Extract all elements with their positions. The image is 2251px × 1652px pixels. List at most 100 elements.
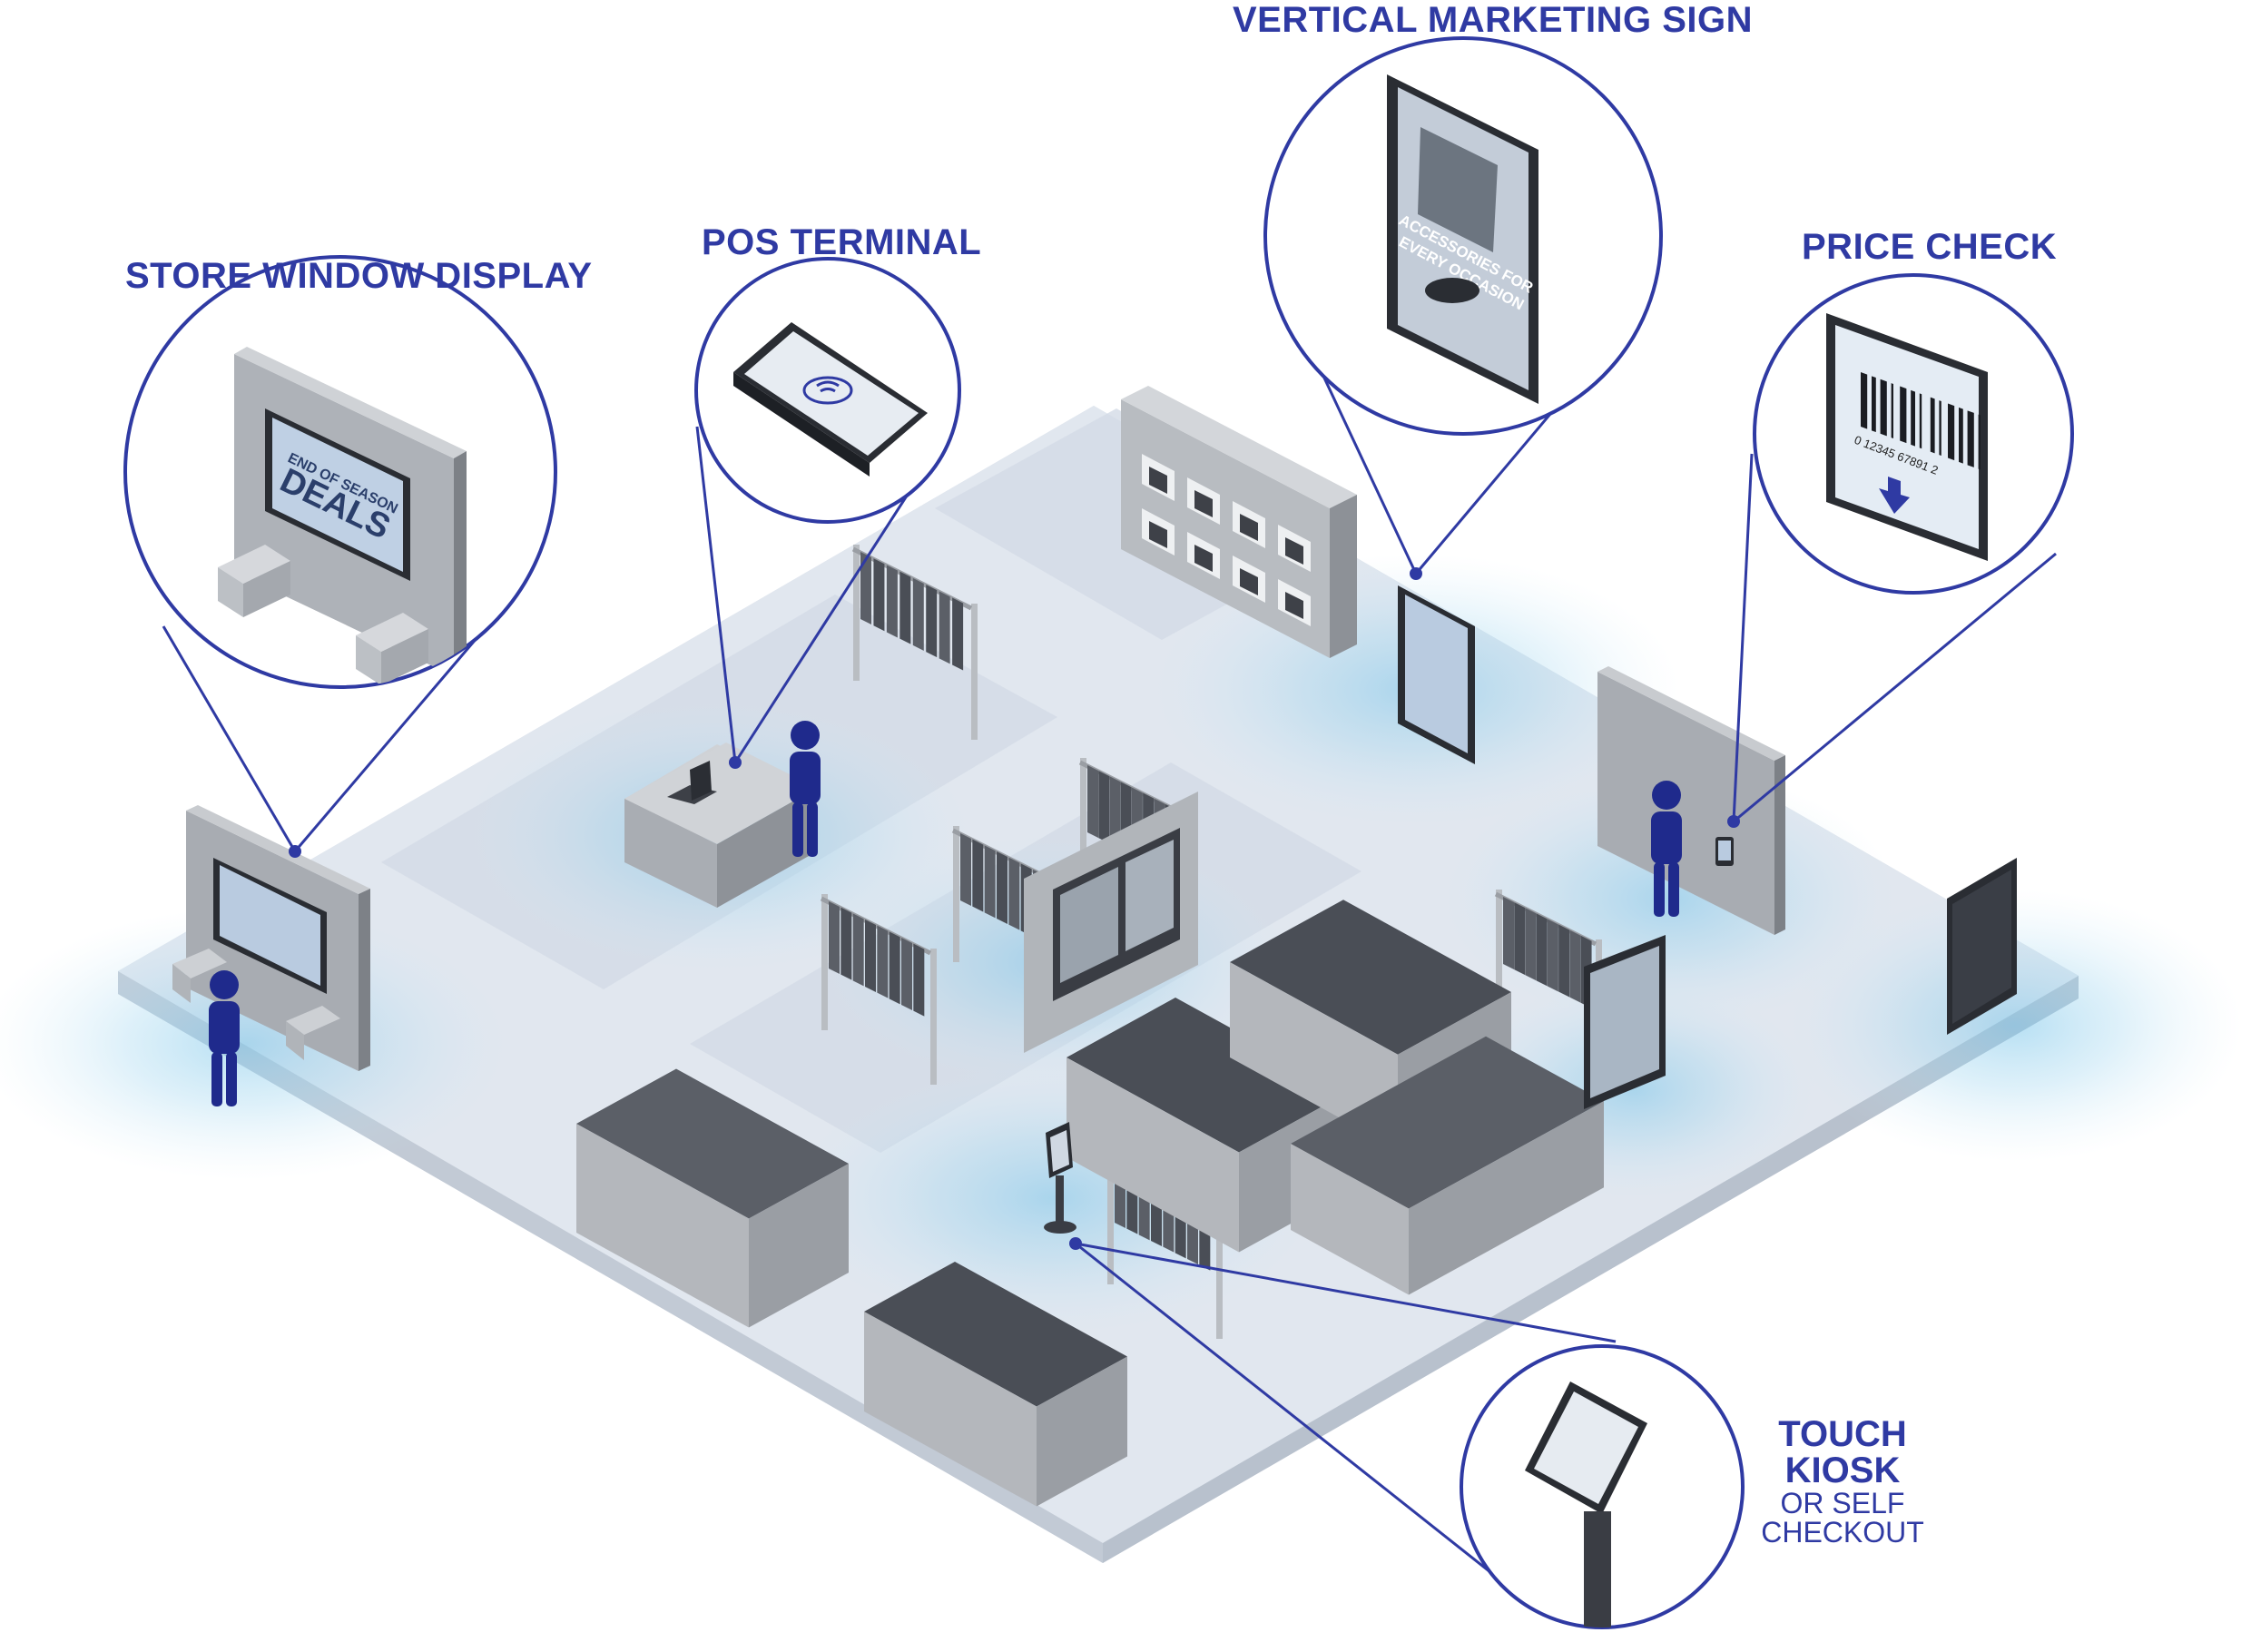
rack-post [953, 826, 959, 962]
basics-poster [1584, 935, 1666, 1109]
table-top [1291, 1036, 1604, 1209]
rack-garment [901, 938, 912, 1010]
shelf-bag [1149, 521, 1167, 548]
vertical-anchor-dot [1410, 567, 1422, 580]
rack-garment [886, 565, 898, 638]
person-leg [226, 1052, 237, 1106]
rack-garment [972, 839, 984, 912]
rack-garment [1109, 776, 1121, 850]
rack-garment [1525, 908, 1537, 981]
callout-price-check: 0 12345 67891 2 [1753, 273, 2074, 595]
rack-garment [829, 901, 840, 974]
barcode-bar [1919, 393, 1922, 449]
callout-vertical-sign: ACCESSORIES FOR EVERY OCCASION [1263, 36, 1663, 436]
person-leg [211, 1052, 222, 1106]
person-head [1652, 781, 1681, 810]
rack-garment [984, 845, 996, 919]
table-front [576, 1124, 749, 1328]
rack-garment [1514, 902, 1526, 976]
rack-garment [1503, 897, 1514, 969]
pos-counter [624, 742, 817, 908]
center-display-wall [1024, 786, 1209, 1053]
barcode-bar [1939, 400, 1941, 456]
person-torso [1651, 811, 1682, 864]
person-leg [1668, 862, 1679, 917]
shelf-bag [1194, 545, 1213, 572]
rack-post [971, 604, 978, 740]
rack-post [1080, 758, 1086, 894]
rack-post [1107, 1148, 1114, 1284]
person-leg [1654, 862, 1665, 917]
price-check-label: PRICE CHECK [1802, 227, 2058, 267]
rack-garment [1536, 913, 1548, 987]
rack-garment [1087, 765, 1098, 838]
person-torso [209, 1001, 240, 1054]
touch-kiosk-line2: KIOSK [1784, 1450, 1901, 1490]
table-side [749, 1164, 849, 1328]
barcode-bar [1911, 389, 1915, 447]
rack-garment [997, 851, 1008, 924]
callout-store-window: END OF SEASON DEALS [123, 255, 557, 689]
rack-post [853, 545, 860, 681]
callout-pos-terminal [694, 257, 961, 524]
table-side [1037, 1356, 1127, 1507]
table-side [1409, 1101, 1604, 1295]
barcode-icon [1861, 372, 1981, 470]
barcode-bar [1880, 379, 1887, 437]
person-torso [790, 752, 821, 804]
shelf-bag [1194, 490, 1213, 517]
rack-garment [877, 925, 889, 998]
rack-post [1496, 890, 1502, 1026]
shelf-bag [1149, 467, 1167, 494]
pos-anchor-dot [729, 756, 742, 769]
table-front [1067, 1057, 1239, 1253]
barcode-bar [1948, 403, 1955, 461]
rack-garment [840, 907, 852, 980]
table-top [1067, 998, 1348, 1153]
touch-kiosk-line1: TOUCH [1778, 1414, 1907, 1454]
kiosk-anchor-dot [1069, 1237, 1082, 1250]
callout-touch-kiosk [1460, 1344, 1745, 1629]
shelf-bag [1240, 514, 1258, 541]
table-top [1230, 900, 1511, 1055]
rack-garment [1569, 929, 1581, 1003]
touch-kiosk-label: TOUCH KIOSK OR SELF CHECKOUT [1706, 1416, 1979, 1547]
rack-garment [860, 552, 871, 624]
rack-garment [873, 558, 885, 632]
rack-garment [1547, 919, 1558, 992]
rack-garment [1558, 924, 1570, 998]
rack-garment [1008, 857, 1020, 930]
rack-post [930, 949, 937, 1085]
window-anchor-dot [289, 845, 301, 858]
rack-bar [851, 546, 973, 611]
kiosk-floor [1044, 1122, 1076, 1234]
rack-garment [926, 585, 938, 658]
barcode-bar [1967, 410, 1974, 467]
pos-terminal-label: POS TERMINAL [702, 222, 982, 262]
barcode-bar [1872, 376, 1876, 433]
display-tables [576, 900, 1604, 1507]
barcode-bar [1959, 407, 1963, 464]
vertical-sign-floor [1398, 585, 1475, 764]
store-window-label: STORE WINDOW DISPLAY [125, 256, 593, 296]
rack-garment [912, 577, 924, 651]
rack-garment [852, 913, 864, 987]
rack-garment [960, 833, 971, 906]
rack-garment [899, 571, 911, 644]
person-head [210, 970, 239, 999]
rack-garment [1098, 771, 1110, 844]
vertical-sign-label: VERTICAL MARKETING SIGN [1233, 0, 1754, 40]
barcode-bar [1978, 414, 1981, 470]
barcode-bar [1930, 397, 1935, 454]
person-leg [792, 802, 803, 857]
shelf-cubbies [1142, 454, 1311, 626]
table-front [1230, 962, 1398, 1150]
price-anchor-dot [1727, 815, 1740, 828]
shelf-bag [1285, 592, 1303, 619]
person-head [791, 721, 820, 750]
barcode-bar [1900, 386, 1907, 444]
barcode-bar [1861, 372, 1868, 429]
rack-garment [952, 597, 964, 671]
shelf-bag [1240, 568, 1258, 595]
